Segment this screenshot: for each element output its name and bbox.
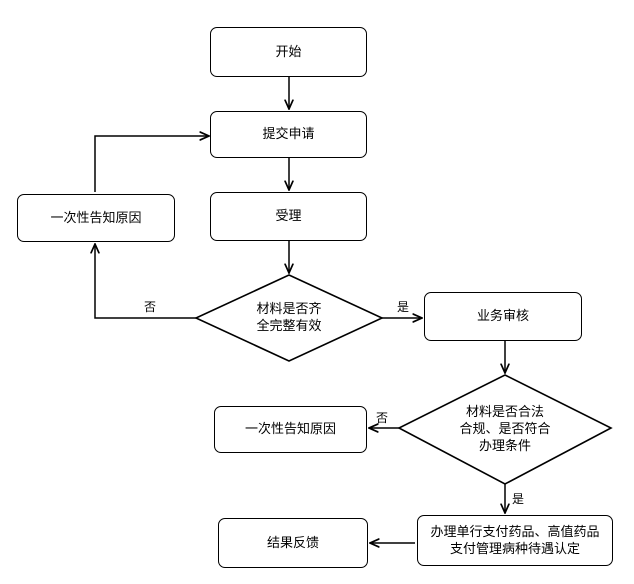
decision-check2-line-3: 办理条件 bbox=[478, 438, 531, 454]
node-business-review-label: 业务审核 bbox=[476, 309, 529, 324]
decision-check2-line-2: 合规、是否符合 bbox=[459, 421, 551, 437]
node-business-review: 业务审核 bbox=[424, 292, 582, 341]
node-start: 开始 bbox=[210, 27, 367, 77]
node-submit: 提交申请 bbox=[210, 111, 367, 158]
node-notify-reason-2-label: 一次性告知原因 bbox=[244, 422, 336, 437]
node-accept: 受理 bbox=[210, 192, 367, 241]
node-handle-approval: 办理单行支付药品、高值药品 支付管理病种待遇认定 bbox=[417, 515, 613, 566]
node-result-feedback: 结果反馈 bbox=[218, 518, 368, 568]
branch-label-yes-2: 是 bbox=[512, 492, 525, 506]
node-handle-line-1: 办理单行支付药品、高值药品 bbox=[430, 524, 600, 540]
node-result-feedback-label: 结果反馈 bbox=[266, 535, 319, 551]
decision-check2: 材料是否合法 合规、是否符合 办理条件 bbox=[435, 402, 575, 456]
branch-label-yes-1: 是 bbox=[397, 300, 410, 314]
edge-notify1-submit bbox=[94, 136, 209, 192]
node-submit-label: 提交申请 bbox=[262, 127, 315, 142]
node-accept-label: 受理 bbox=[275, 209, 302, 224]
decision-check2-line-1: 材料是否合法 bbox=[465, 404, 544, 420]
node-notify-reason-1-label: 一次性告知原因 bbox=[50, 210, 142, 226]
decision-check1-shape bbox=[194, 274, 384, 362]
branch-label-no-2: 否 bbox=[376, 411, 389, 425]
decision-check2-shape bbox=[397, 374, 613, 485]
node-notify-reason-2: 一次性告知原因 bbox=[214, 406, 367, 453]
decision-check1-line-1: 材料是否齐 bbox=[256, 302, 322, 317]
node-notify-reason-1: 一次性告知原因 bbox=[17, 194, 175, 242]
node-start-label: 开始 bbox=[275, 44, 302, 60]
branch-label-no-1: 否 bbox=[144, 300, 157, 314]
decision-check1: 材料是否齐 全完整有效 bbox=[226, 298, 352, 338]
edge-check1-no bbox=[95, 244, 196, 319]
node-handle-line-2: 支付管理病种待遇认定 bbox=[449, 541, 580, 557]
decision-check1-line-2: 全完整有效 bbox=[256, 319, 322, 334]
